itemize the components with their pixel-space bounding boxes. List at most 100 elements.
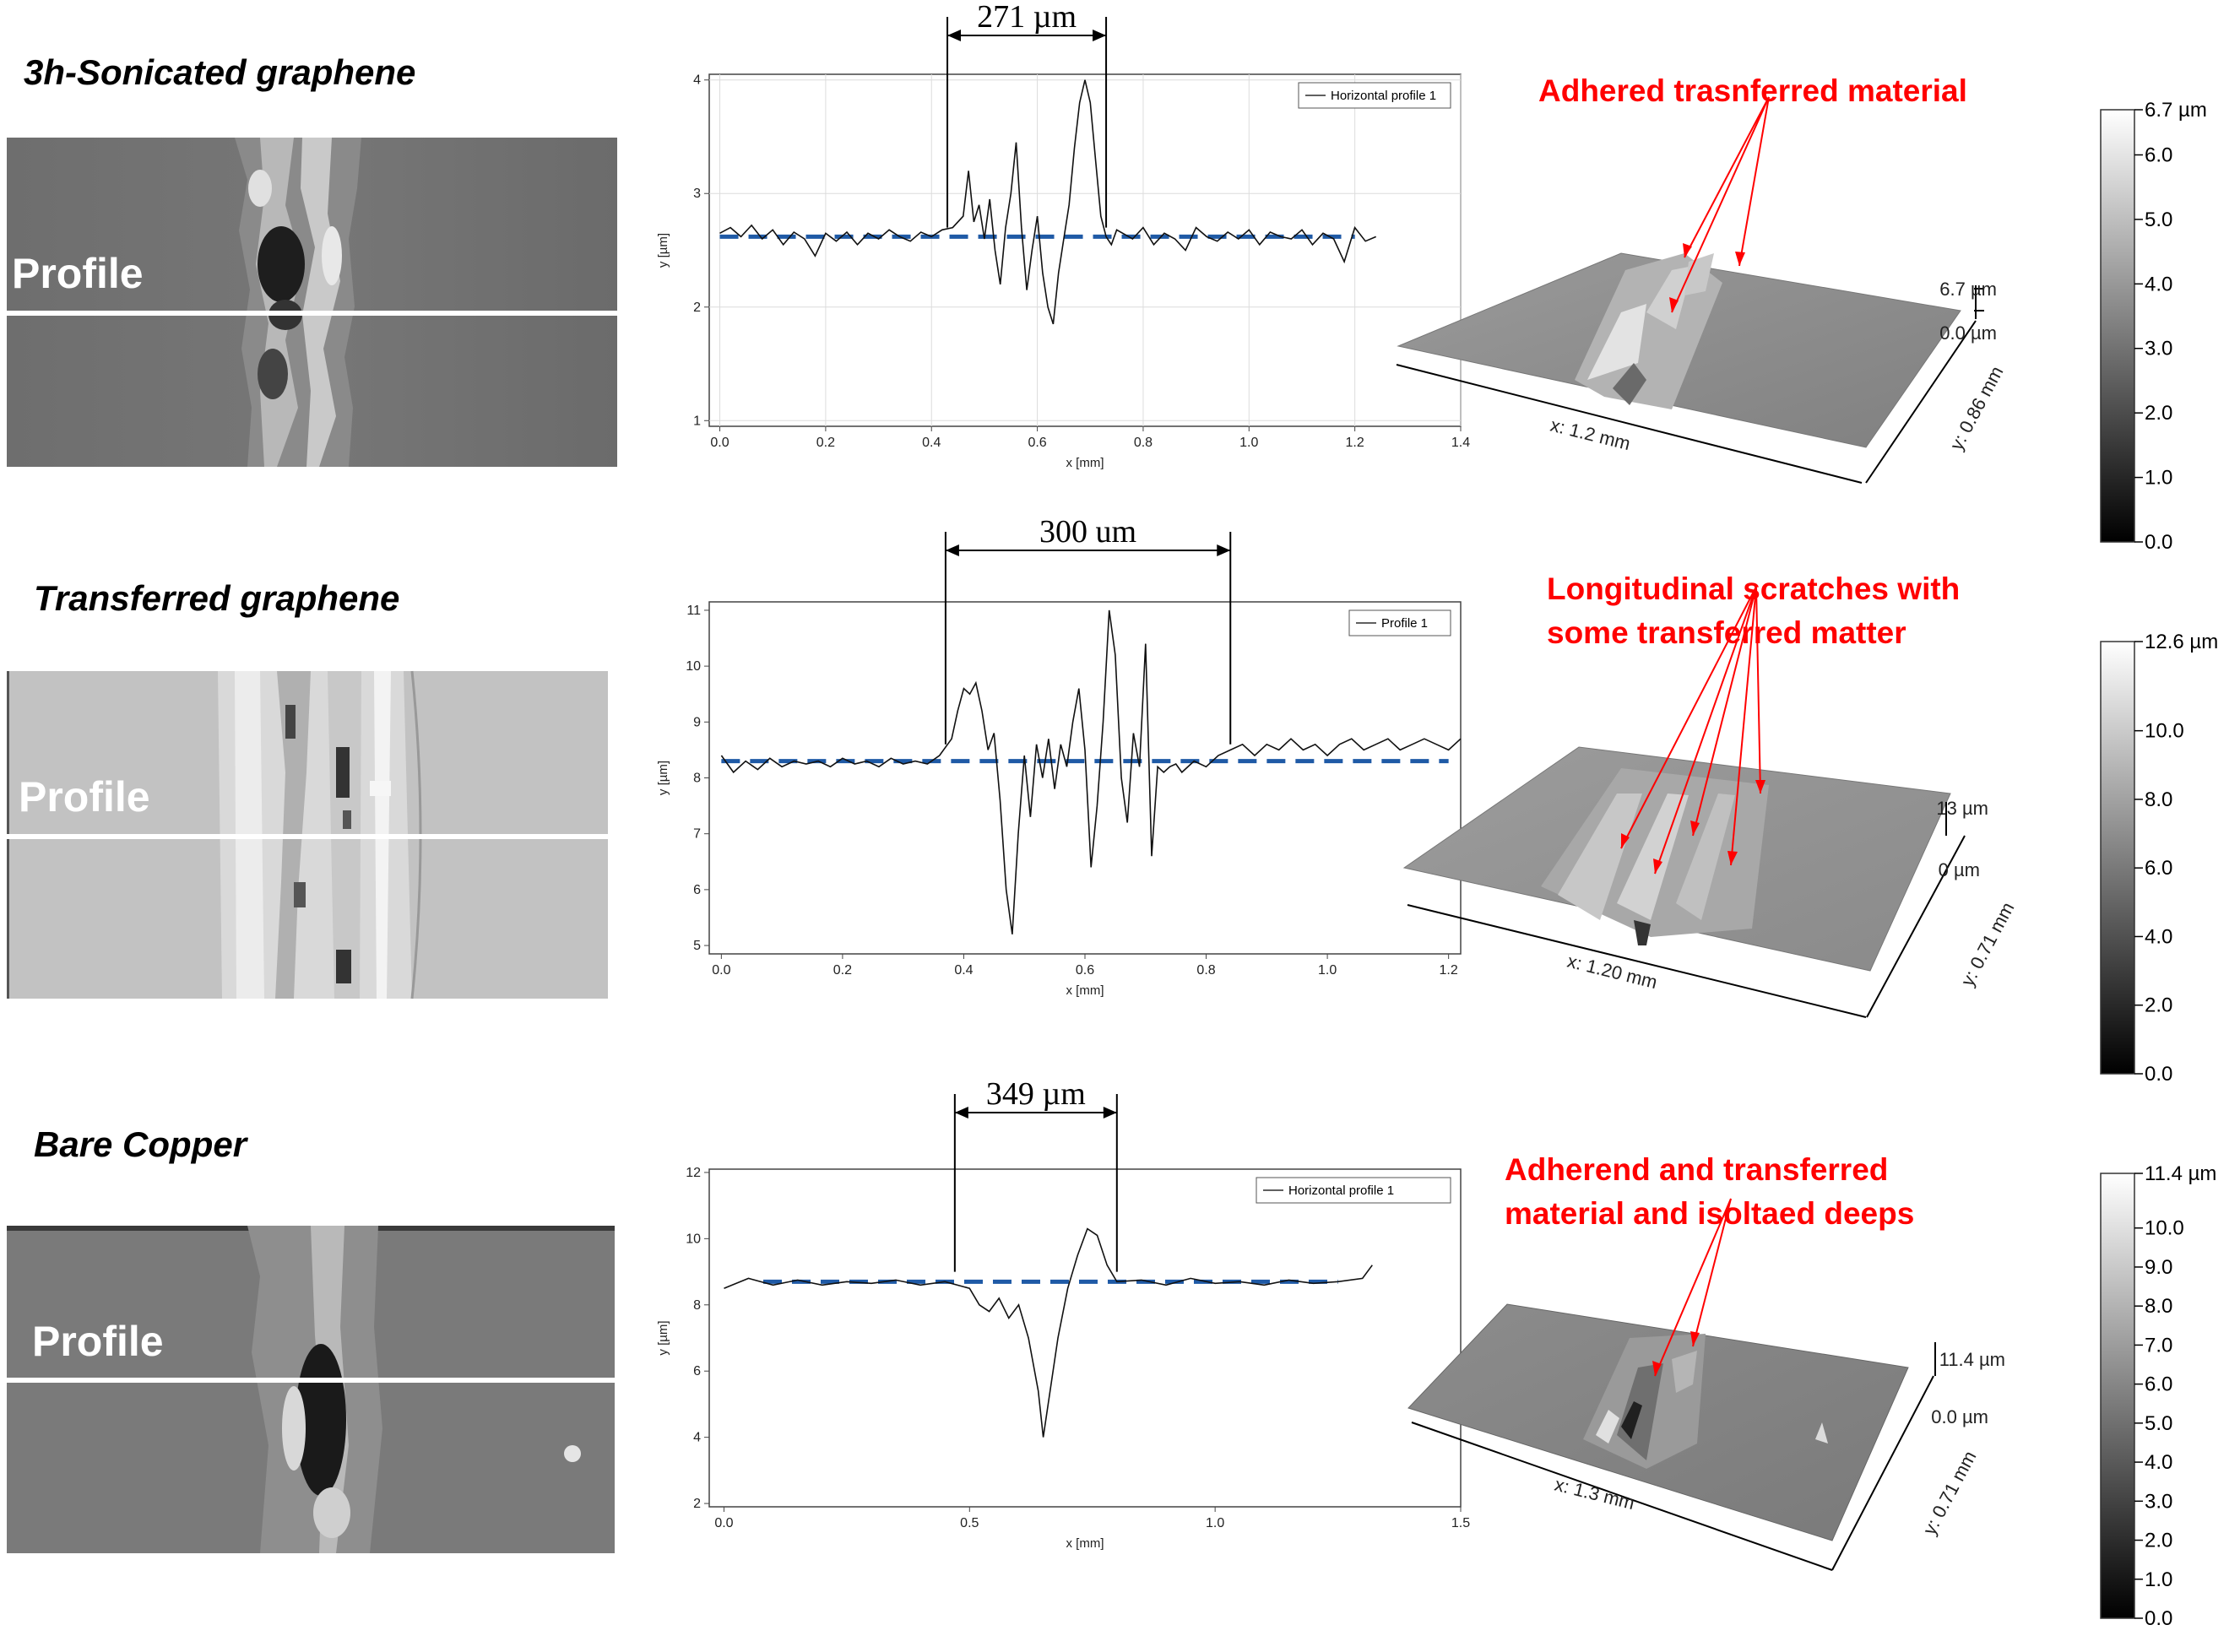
series-line-transferred [720, 609, 1462, 934]
colorbar-max-label-bare: 11.4 µm [2145, 1162, 2216, 1185]
x-tick-label-transferred: 0.6 [1076, 963, 1094, 978]
colorbar-gradient-transferred [2100, 641, 2135, 1075]
colorbar-tick-bare: 3.0 [2145, 1490, 2172, 1513]
x-tick-label-transferred: 0.4 [954, 963, 973, 978]
legend-box-sonicated [1298, 82, 1451, 109]
series-line-sonicated [719, 79, 1377, 325]
y-tick-label-sonicated: 1 [693, 414, 701, 428]
colorbar-max-label-sonicated: 6.7 µm [2145, 99, 2207, 122]
surface-z-top-transferred: 13 µm [1936, 798, 1988, 819]
y-tick-label-bare-copper: 6 [693, 1364, 701, 1378]
x-tick-label-bare-copper: 1.0 [1206, 1516, 1224, 1530]
y-tick-label-transferred: 10 [686, 659, 701, 674]
legend-box-transferred [1348, 609, 1451, 636]
x-axis-label-bare-copper: x [mm] [1066, 1536, 1104, 1551]
dimension-arrow-right-bare-copper [1103, 1107, 1117, 1118]
colorbar-tick-bare: 2.0 [2145, 1530, 2172, 1552]
y-tick-label-sonicated: 4 [693, 73, 701, 88]
x-tick-label-sonicated: 0.6 [1028, 436, 1046, 450]
y-tick-label-bare-copper: 8 [693, 1298, 701, 1313]
annotation-transferred-line-1: Longitudinal scratches with [1547, 571, 1961, 606]
dimension-arrow-left-transferred [945, 544, 959, 556]
y-axis-label-bare-copper: y [µm] [656, 1320, 670, 1355]
surface-3d-transferred: 13 µm 0 µm x: 1.20 mm y: 0.71 mm [1397, 586, 2018, 1021]
surface-y-label-bare-copper: y: 0.71 mm [1918, 1448, 1980, 1539]
y-tick-label-sonicated: 3 [693, 187, 701, 201]
y-tick-label-transferred: 11 [686, 604, 701, 618]
colorbar-tick-bare: 8.0 [2145, 1295, 2172, 1318]
annotation-bare-copper: Adherend and transferred material and is… [1505, 1148, 1914, 1236]
legend-box-bare-copper [1256, 1177, 1451, 1204]
optical-image-sonicated: Profile [7, 138, 617, 467]
surface-y-label-sonicated: y: 0.86 mm [1945, 363, 2007, 454]
x-axis-label-transferred: x [mm] [1066, 983, 1104, 998]
annotation-arrow-3 [1738, 96, 1770, 267]
y-tick-label-sonicated: 2 [693, 301, 701, 315]
colorbar-tick-bare: 10.0 [2145, 1217, 2184, 1240]
y-tick-label-transferred: 6 [693, 883, 701, 897]
x-tick-label-sonicated: 0.0 [710, 436, 729, 450]
colorbar-tick-sonicated: 2.0 [2145, 402, 2172, 425]
row-label-bare-copper: Bare Copper [34, 1124, 247, 1164]
colorbar-tick-bare: 0.0 [2145, 1607, 2172, 1630]
y-tick-label-bare-copper: 12 [686, 1166, 701, 1180]
dimension-label-transferred: 300 um [1039, 514, 1136, 550]
colorbar-max-label-transferred: 12.6 µm [2145, 631, 2218, 653]
colorbar-tick-sonicated: 4.0 [2145, 273, 2172, 295]
annotation-arrow-1 [1671, 96, 1770, 313]
row-label-transferred: Transferred graphene [34, 578, 400, 618]
colorbar-tick-transferred: 4.0 [2145, 925, 2172, 948]
x-tick-label-sonicated: 0.2 [816, 436, 835, 450]
dimension-arrow-left-sonicated [947, 30, 962, 41]
optical-image-bare-copper: Profile [7, 1226, 615, 1553]
surface-x-label-bare-copper: x: 1.3 mm [1553, 1474, 1637, 1514]
legend-label-bare-copper: Horizontal profile 1 [1288, 1183, 1394, 1198]
surface-z-top-bare-copper: 11.4 µm [1939, 1349, 2005, 1370]
colorbar-tick-sonicated: 1.0 [2145, 467, 2172, 490]
x-tick-label-transferred: 1.0 [1318, 963, 1337, 978]
colorbar-tick-sonicated: 0.0 [2145, 531, 2172, 554]
dimension-arrow-right-transferred [1217, 544, 1231, 556]
colorbar-tick-bare: 7.0 [2145, 1334, 2172, 1357]
y-axis-label-transferred: y [µm] [656, 761, 670, 795]
x-tick-label-sonicated: 1.0 [1239, 436, 1258, 450]
annotation-bare-copper-line-2: material and isoltaed deeps [1505, 1196, 1915, 1231]
annotation-sonicated-line-1: Adhered trasnferred material [1538, 73, 1967, 108]
annotation-sonicated: Adhered trasnferred material [1538, 69, 1967, 113]
colorbar-gradient-bare [2100, 1173, 2135, 1619]
row-label-sonicated: 3h-Sonicated graphene [24, 52, 416, 92]
x-tick-label-sonicated: 0.4 [922, 436, 941, 450]
surface-3d-bare-copper: 11.4 µm 0.0 µm x: 1.3 mm y: 0.71 mm [1393, 1198, 2005, 1621]
optical-image-transferred: Profile [7, 670, 608, 999]
colorbar-tick-sonicated: 6.0 [2145, 144, 2172, 166]
y-tick-label-bare-copper: 10 [686, 1232, 701, 1246]
x-tick-label-transferred: 0.0 [712, 963, 730, 978]
plot-frame-transferred [708, 601, 1462, 955]
colorbar-tick-bare: 4.0 [2145, 1451, 2172, 1474]
y-tick-label-bare-copper: 2 [693, 1497, 701, 1511]
x-tick-label-bare-copper: 0.5 [960, 1516, 979, 1530]
surface-x-label-transferred: x: 1.20 mm [1565, 951, 1660, 994]
colorbar-tick-sonicated: 3.0 [2145, 338, 2172, 360]
dimension-arrow-right-sonicated [1093, 30, 1107, 41]
series-line-bare-copper [724, 1227, 1373, 1438]
y-tick-label-bare-copper: 4 [693, 1431, 701, 1445]
colorbar-tick-sonicated: 5.0 [2145, 209, 2172, 231]
colorbar-tick-bare: 6.0 [2145, 1373, 2172, 1396]
colorbar-tick-transferred: 6.0 [2145, 857, 2172, 880]
x-tick-label-sonicated: 1.4 [1451, 436, 1470, 450]
x-tick-label-bare-copper: 1.5 [1451, 1516, 1470, 1530]
x-tick-label-sonicated: 0.8 [1134, 436, 1153, 450]
x-tick-label-sonicated: 1.2 [1346, 436, 1364, 450]
surface-y-label-transferred: y: 0.71 mm [1956, 899, 2018, 990]
dimension-label-sonicated: 271 µm [977, 0, 1077, 35]
plot-frame-bare-copper [708, 1168, 1462, 1508]
legend-label-sonicated: Horizontal profile 1 [1331, 89, 1436, 103]
